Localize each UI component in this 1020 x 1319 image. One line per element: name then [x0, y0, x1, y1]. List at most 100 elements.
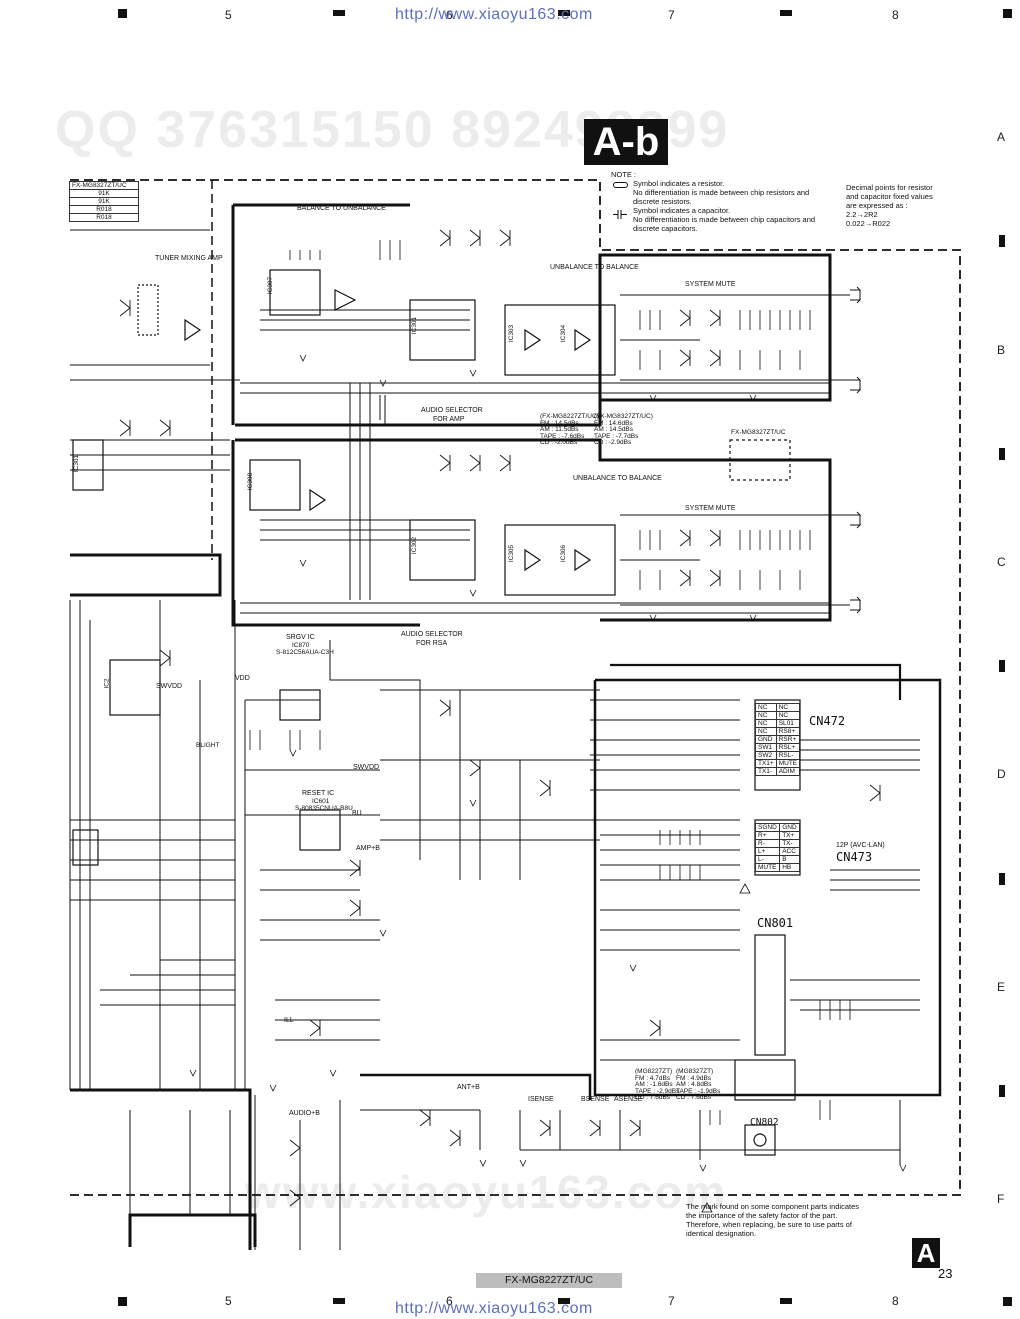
net-label-audio-b: AUDIO+B: [289, 1110, 320, 1117]
block-label-unbalance-to-balance-2: UNBALANCE TO BALANCE: [573, 475, 662, 482]
net-label-bsense: BSENSE: [581, 1096, 610, 1103]
row-letter: E: [997, 980, 1006, 994]
net-label-swvdd-2: SWVDD: [156, 683, 183, 690]
source-url-top[interactable]: http://www.xiaoyu163.com: [395, 6, 593, 23]
net-label-ant-b: ANT+B: [457, 1084, 480, 1091]
row-letter: B: [997, 343, 1006, 357]
level-value: TAPE : -2.9dBs: [635, 1087, 680, 1095]
ic-number-reset: S-80835CNUA-B8U: [295, 805, 353, 812]
connector-label-cn473: CN473: [836, 850, 873, 864]
pin-cell: RSR+: [775, 735, 801, 744]
watermark-site: www.xiaoyu163.com: [245, 1166, 728, 1218]
resistor-symbol-icon: [613, 182, 628, 188]
registration-mark: [999, 660, 1005, 672]
level-title: (MG8227ZT): [635, 1068, 673, 1075]
pin-cell: NC: [755, 727, 777, 736]
legend-note: NOTE : Symbol indicates a resistor. No d…: [611, 170, 836, 233]
registration-mark: [999, 235, 1005, 247]
pin-cell: R-: [754, 839, 781, 848]
net-label-isense: ISENSE: [528, 1096, 554, 1103]
level-value: CD : -2.9dBs: [594, 439, 632, 446]
ic-ref: IC303: [508, 324, 516, 343]
registration-mark: [999, 448, 1005, 460]
block-label-tuner-mixing-amp: TUNER MIXING AMP: [155, 255, 223, 262]
level-value: FM : 4.9dBs: [676, 1074, 712, 1082]
pin-cell: HB: [779, 863, 800, 872]
net-label-blight: BLIGHT: [196, 742, 220, 749]
pin-cell: NC: [775, 711, 801, 720]
pin-cell: R+: [754, 831, 781, 840]
column-number: 5: [225, 1294, 232, 1308]
row-letter: D: [997, 767, 1006, 781]
note-resistor-detail: No differentiation is made between chip …: [633, 188, 810, 206]
safety-note-line: identical designation.: [686, 1229, 757, 1238]
pin-cell: L+: [754, 847, 781, 856]
row-letter: C: [997, 555, 1006, 569]
pin-cell: GND: [779, 823, 800, 832]
block-label-fx-mg8327: FX-MG8327ZT/UC: [731, 429, 786, 436]
safety-note: The mark found on some component parts i…: [686, 1202, 916, 1238]
column-number: 7: [668, 1294, 675, 1308]
level-title: (MG8327ZT): [676, 1068, 714, 1075]
pin-cell: MUTE: [775, 759, 801, 768]
pin-cell: RS8+: [775, 727, 801, 736]
level-value: CD : -2.0dBs: [540, 439, 578, 446]
block-label-unbalance-to-balance: UNBALANCE TO BALANCE: [550, 264, 639, 271]
safety-note-line: The mark found on some component parts i…: [686, 1202, 860, 1211]
net-label-bu: BU: [352, 810, 362, 817]
pin-cell: MUTE: [754, 863, 781, 872]
ic-ref: IC301: [411, 316, 419, 335]
decimal-note-example: 0.022→R022: [846, 219, 891, 228]
level-value: FM : 14.6dBs: [594, 419, 633, 427]
pin-cell: TX1-: [755, 767, 777, 776]
pin-cell: L-: [754, 855, 781, 864]
ic-ref: IC308: [247, 472, 255, 491]
signal-levels-mg8327: (MG8327ZT) FM : 4.9dBs AM : 4.8dBs TAPE …: [676, 1068, 721, 1102]
level-value: AM : -1.6dBs: [635, 1081, 673, 1088]
net-label-asense: ASENSE: [614, 1096, 643, 1103]
level-value: CD : 7.6dBs: [676, 1094, 712, 1101]
registration-mark: [780, 1298, 792, 1304]
signal-levels-8327: (FX-MG8327ZT/UC) FM : 14.6dBs AM : 14.5d…: [594, 413, 653, 447]
connector-label-cn472: CN472: [809, 714, 846, 728]
level-value: TAPE : -1.9dBs: [676, 1087, 721, 1095]
pin-cell: SW1: [755, 743, 777, 752]
ic-label-srgv: SRGV IC: [286, 634, 315, 641]
ic-part-srgv: IC870: [292, 642, 310, 649]
capacitor-symbol-icon: [613, 210, 627, 219]
signal-levels-8227: (FX-MG8227ZT/UC) FM : 14.5dBs AM : 11.5d…: [540, 413, 599, 447]
pin-cell: NC: [775, 703, 801, 712]
ic-label-reset: RESET IC: [302, 790, 335, 797]
registration-mark: [558, 10, 570, 16]
level-value: AM : 4.8dBs: [676, 1081, 712, 1088]
pin-cell: NC: [755, 711, 777, 720]
pin-cell: SW2: [755, 751, 777, 760]
row-letter: F: [997, 1192, 1005, 1206]
registration-mark: [1003, 9, 1012, 18]
level-value: AM : 14.5dBs: [594, 426, 634, 433]
block-label-for-rsa: FOR RSA: [416, 640, 448, 647]
block-label-audio-selector-amp: AUDIO SELECTOR: [421, 407, 483, 414]
level-value: AM : 11.5dBs: [540, 426, 579, 433]
pin-cell: RSL+: [775, 743, 801, 752]
pin-cell: SL01: [775, 719, 801, 728]
note-capacitor-detail: No differentiation is made between chip …: [633, 215, 816, 233]
note-resistor: Symbol indicates a resistor.: [633, 179, 725, 188]
pin-cell: ACC: [779, 847, 800, 856]
block-label-system-mute: SYSTEM MUTE: [685, 281, 736, 288]
net-label-vdd: VDD: [235, 675, 250, 682]
ic-ref: IC306: [560, 544, 568, 563]
model-variant-table: FX-MG8327ZT/UC 91K 91K R018 R018: [69, 181, 139, 222]
registration-mark: [333, 1298, 345, 1304]
ic-ref: IC2: [103, 678, 111, 689]
net-label-ill: ILL: [284, 1017, 294, 1024]
level-value: CD : 7.6dBs: [635, 1094, 671, 1101]
column-number: 6: [446, 1294, 453, 1308]
column-number: 8: [892, 8, 899, 22]
column-number: 6: [446, 8, 453, 22]
decimal-note-line: Decimal points for resistor: [846, 183, 933, 192]
column-number: 8: [892, 1294, 899, 1308]
source-url-bottom[interactable]: http://www.xiaoyu163.com: [395, 1300, 593, 1317]
